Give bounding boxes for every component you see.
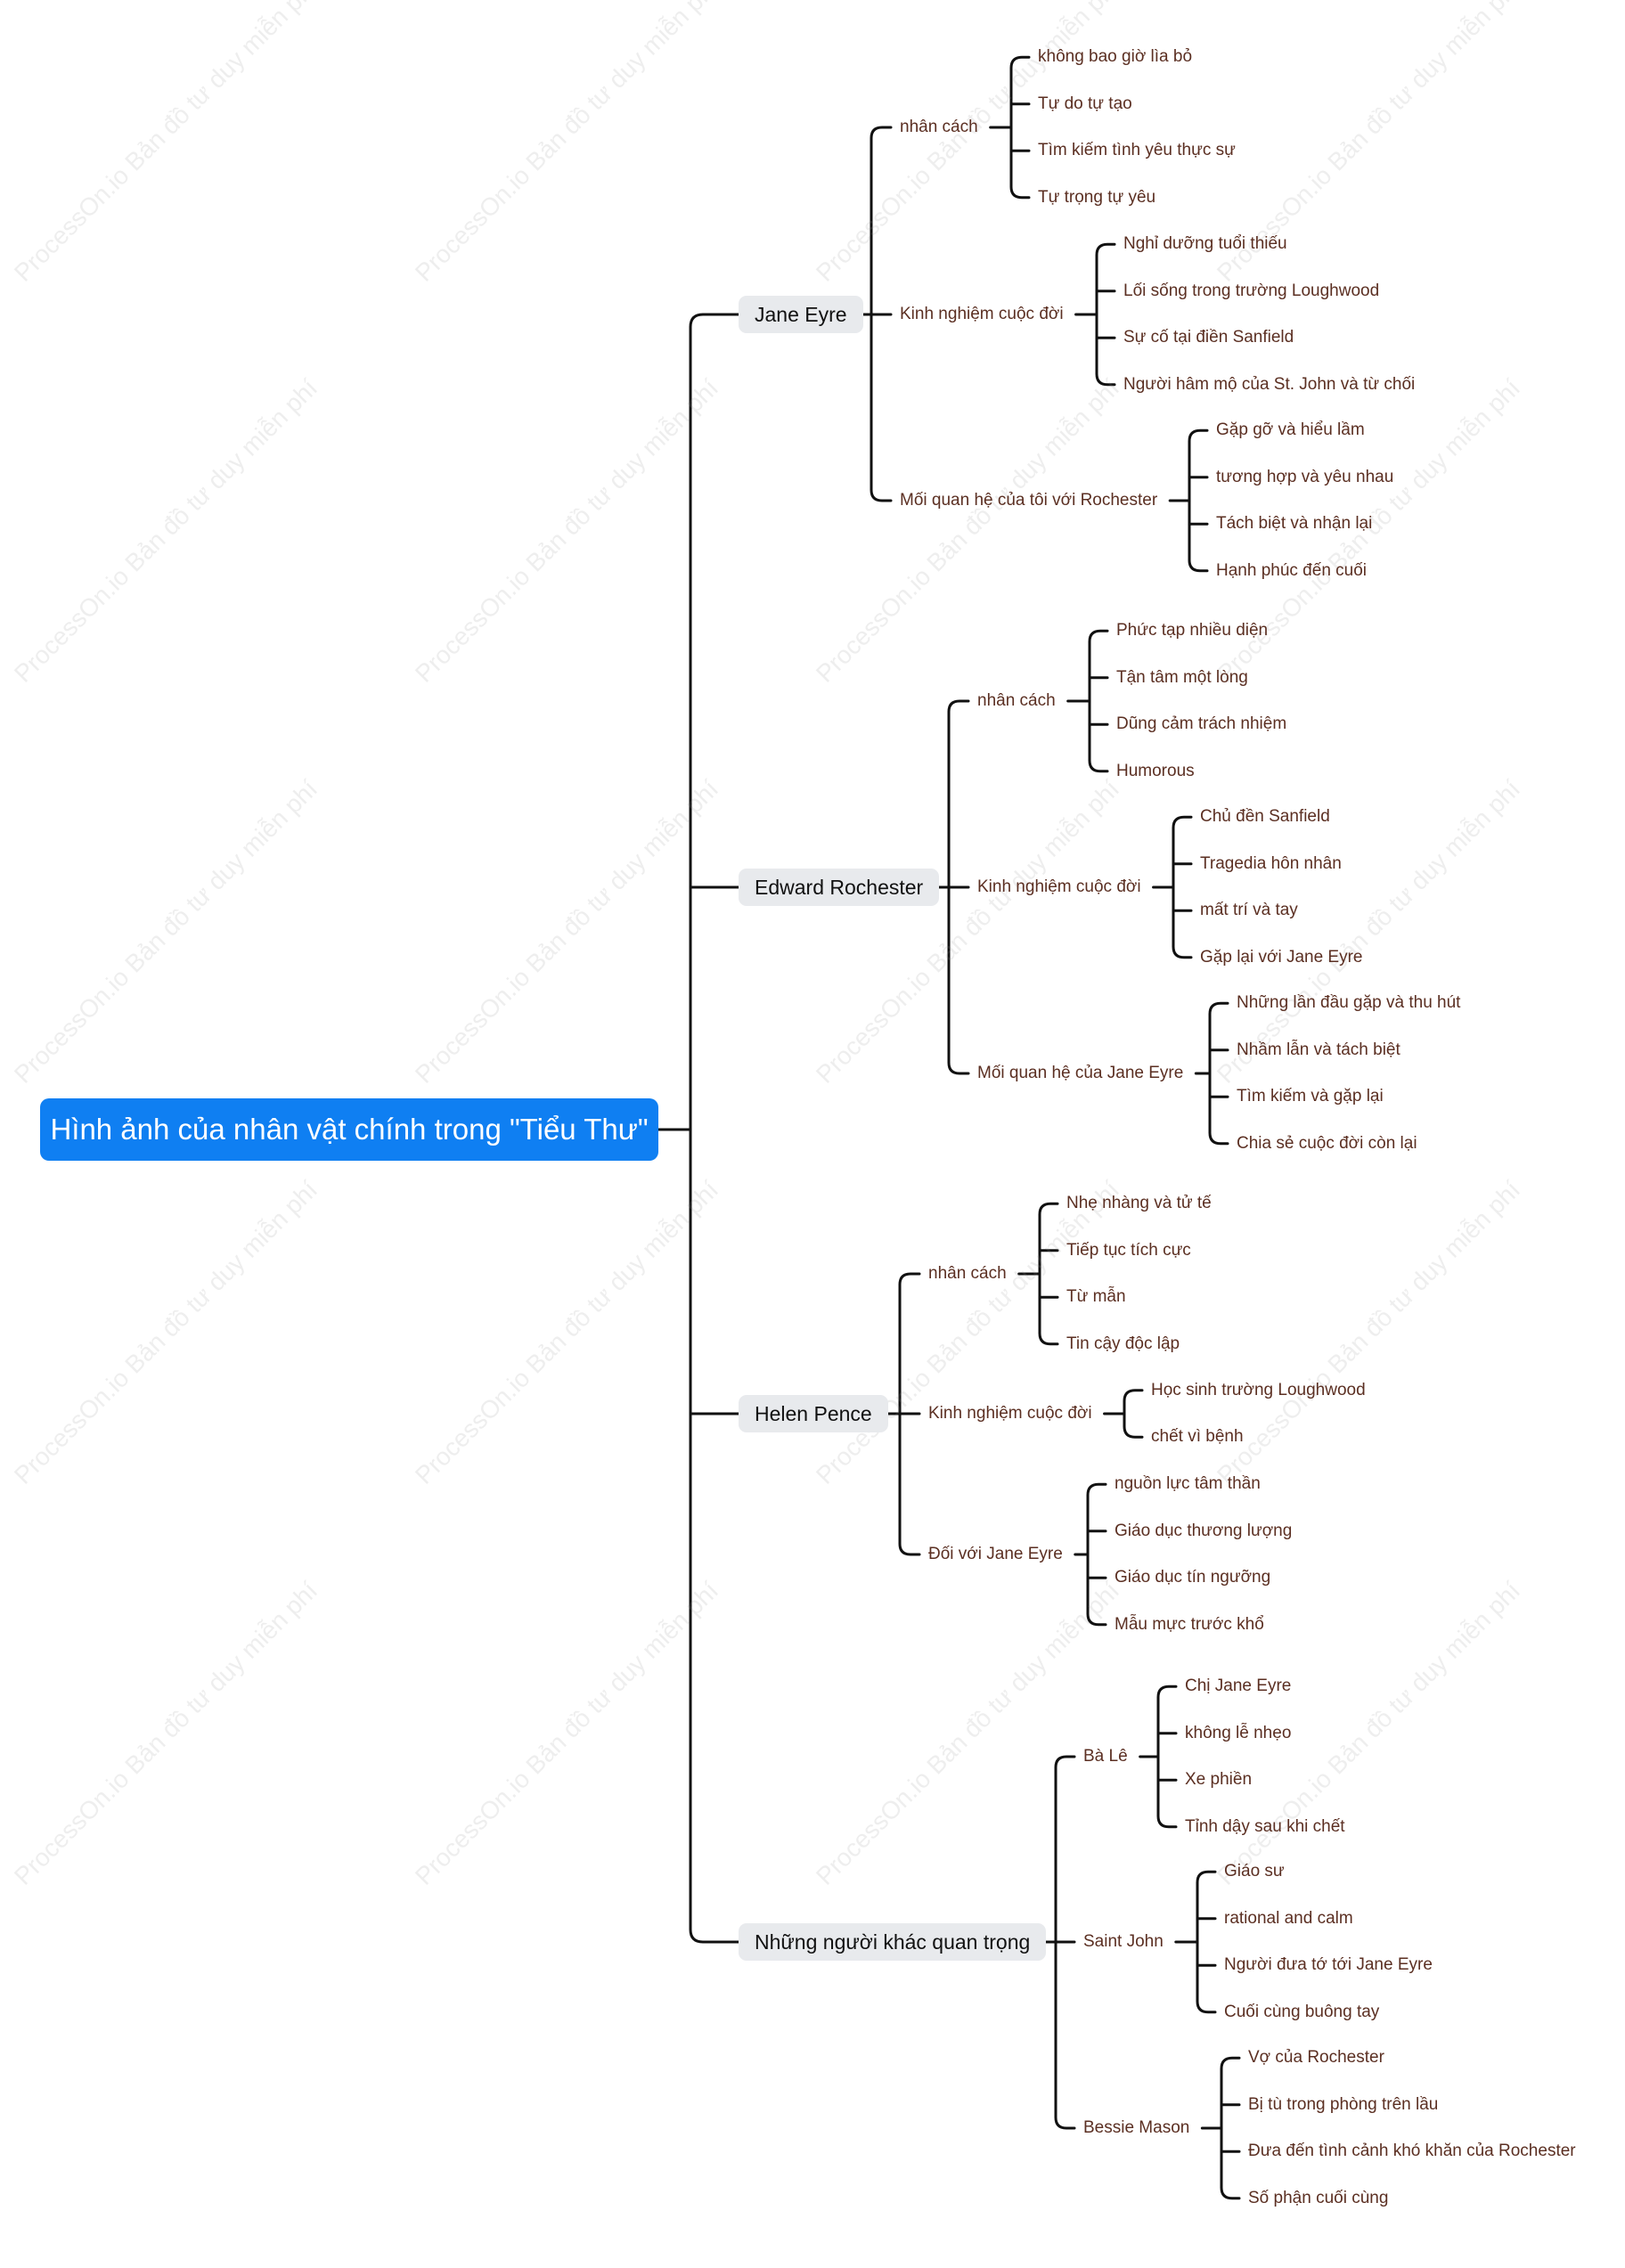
leaf-topic[interactable]: Nhẹ nhàng và tử tế <box>1066 1194 1212 1213</box>
leaf-topic[interactable]: Gặp gỡ và hiểu lầm <box>1216 420 1365 440</box>
leaf-topic[interactable]: Người đưa tớ tới Jane Eyre <box>1224 1955 1433 1975</box>
leaf-topic[interactable]: Học sinh trường Loughwood <box>1151 1380 1366 1399</box>
subtopic-edward-rochester-kinh-nghiem-cuoc-doi[interactable]: Kinh nghiệm cuộc đời <box>977 877 1141 896</box>
leaf-topic[interactable]: Tận tâm một lòng <box>1116 667 1248 687</box>
leaf-topic[interactable]: Chủ đền Sanfield <box>1200 807 1330 827</box>
subtopic-jane-eyre-kinh-nghiem-cuoc-doi[interactable]: Kinh nghiệm cuộc đời <box>900 305 1064 323</box>
leaf-topic[interactable]: Phức tạp nhiều diện <box>1116 621 1269 640</box>
leaf-topic[interactable]: chết vì bệnh <box>1151 1427 1244 1447</box>
leaf-topic[interactable]: Mẫu mực trước khổ <box>1115 1614 1264 1634</box>
leaf-topic[interactable]: Chia sẻ cuộc đời còn lại <box>1237 1133 1417 1153</box>
branch-edward-rochester[interactable]: Edward Rochester <box>739 869 940 906</box>
leaf-topic[interactable]: Tragedia hôn nhân <box>1200 853 1342 873</box>
leaf-topic[interactable]: Cuối cùng buông tay <box>1224 2002 1380 2021</box>
leaf-topic[interactable]: Tin cậy độc lập <box>1066 1334 1180 1353</box>
leaf-topic[interactable]: Nhầm lẫn và tách biệt <box>1237 1040 1400 1059</box>
leaf-topic[interactable]: Tìm kiếm tình yêu thực sự <box>1038 141 1236 160</box>
subtopic-helen-pence-doi-voi-jane-eyre[interactable]: Đối với Jane Eyre <box>928 1545 1063 1563</box>
leaf-topic[interactable]: Giáo sư <box>1224 1862 1285 1881</box>
leaf-topic[interactable]: Tiếp tục tích cực <box>1066 1240 1191 1260</box>
root-topic[interactable]: Hình ảnh của nhân vật chính trong "Tiểu … <box>40 1098 658 1161</box>
leaf-topic[interactable]: Giáo dục thương lượng <box>1115 1521 1293 1540</box>
leaf-topic[interactable]: Dũng cảm trách nhiệm <box>1116 714 1287 734</box>
leaf-topic[interactable]: Hạnh phúc đến cuối <box>1216 560 1368 580</box>
leaf-topic[interactable]: mất trí và tay <box>1200 901 1298 920</box>
leaf-topic[interactable]: Những lần đầu gặp và thu hút <box>1237 993 1461 1013</box>
leaf-topic[interactable]: Chị Jane Eyre <box>1185 1677 1292 1696</box>
leaf-topic[interactable]: Số phận cuối cùng <box>1248 2188 1389 2207</box>
leaf-topic[interactable]: Lối sống trong trường Loughwood <box>1123 281 1380 300</box>
branch-nhung-nguoi-khac-quan-trong[interactable]: Những người khác quan trọng <box>739 1923 1047 1961</box>
leaf-topic[interactable]: Bị tù trong phòng trên lầu <box>1248 2094 1439 2114</box>
leaf-topic[interactable]: Nghỉ dưỡng tuổi thiếu <box>1123 234 1287 254</box>
leaf-topic[interactable]: Người hâm mộ của St. John và từ chối <box>1123 374 1416 394</box>
branch-helen-pence[interactable]: Helen Pence <box>739 1395 888 1432</box>
leaf-topic[interactable]: Tự do tự tạo <box>1038 94 1132 113</box>
leaf-topic[interactable]: Humorous <box>1116 761 1195 780</box>
leaf-topic[interactable]: không lễ nhẹo <box>1185 1723 1292 1742</box>
leaf-topic[interactable]: Gặp lại với Jane Eyre <box>1200 947 1363 967</box>
leaf-topic[interactable]: tương hợp và yêu nhau <box>1216 467 1394 486</box>
leaf-topic[interactable]: rational and calm <box>1224 1908 1353 1928</box>
subtopic-jane-eyre-moi-quan-he-cua-toi-voi-rochester[interactable]: Mối quan hệ của tôi với Rochester <box>900 491 1158 510</box>
leaf-topic[interactable]: nguồn lực tâm thần <box>1115 1474 1261 1494</box>
branch-jane-eyre[interactable]: Jane Eyre <box>739 296 863 333</box>
leaf-topic[interactable]: Tỉnh dậy sau khi chết <box>1185 1816 1345 1836</box>
leaf-topic[interactable]: Đưa đến tình cảnh khó khăn của Rochester <box>1248 2142 1576 2161</box>
subtopic-nhung-nguoi-khac-quan-trong-bessie-mason[interactable]: Bessie Mason <box>1083 2118 1190 2137</box>
subtopic-nhung-nguoi-khac-quan-trong-saint-john[interactable]: Saint John <box>1083 1932 1164 1951</box>
subtopic-edward-rochester-moi-quan-he-cua-jane-eyre[interactable]: Mối quan hệ của Jane Eyre <box>977 1064 1184 1082</box>
leaf-topic[interactable]: Tự trọng tự yêu <box>1038 187 1156 207</box>
leaf-topic[interactable]: Tách biệt và nhận lại <box>1216 514 1373 534</box>
subtopic-helen-pence-kinh-nghiem-cuoc-doi[interactable]: Kinh nghiệm cuộc đời <box>928 1404 1092 1423</box>
leaf-topic[interactable]: Từ mẫn <box>1066 1287 1126 1307</box>
subtopic-jane-eyre-nhan-cach[interactable]: nhân cách <box>900 118 978 136</box>
leaf-topic[interactable]: Sự cố tại điền Sanfield <box>1123 328 1294 347</box>
leaf-topic[interactable]: không bao giờ lìa bỏ <box>1038 47 1193 67</box>
leaf-topic[interactable]: Vợ của Rochester <box>1248 2048 1384 2068</box>
subtopic-helen-pence-nhan-cach[interactable]: nhân cách <box>928 1264 1007 1283</box>
leaf-topic[interactable]: Giáo dục tín ngưỡng <box>1115 1568 1271 1587</box>
leaf-topic[interactable]: Xe phiền <box>1185 1770 1253 1790</box>
subtopic-nhung-nguoi-khac-quan-trong-ba-le[interactable]: Bà Lê <box>1083 1747 1128 1766</box>
leaf-topic[interactable]: Tìm kiếm và gặp lại <box>1237 1087 1384 1106</box>
subtopic-edward-rochester-nhan-cach[interactable]: nhân cách <box>977 691 1056 710</box>
